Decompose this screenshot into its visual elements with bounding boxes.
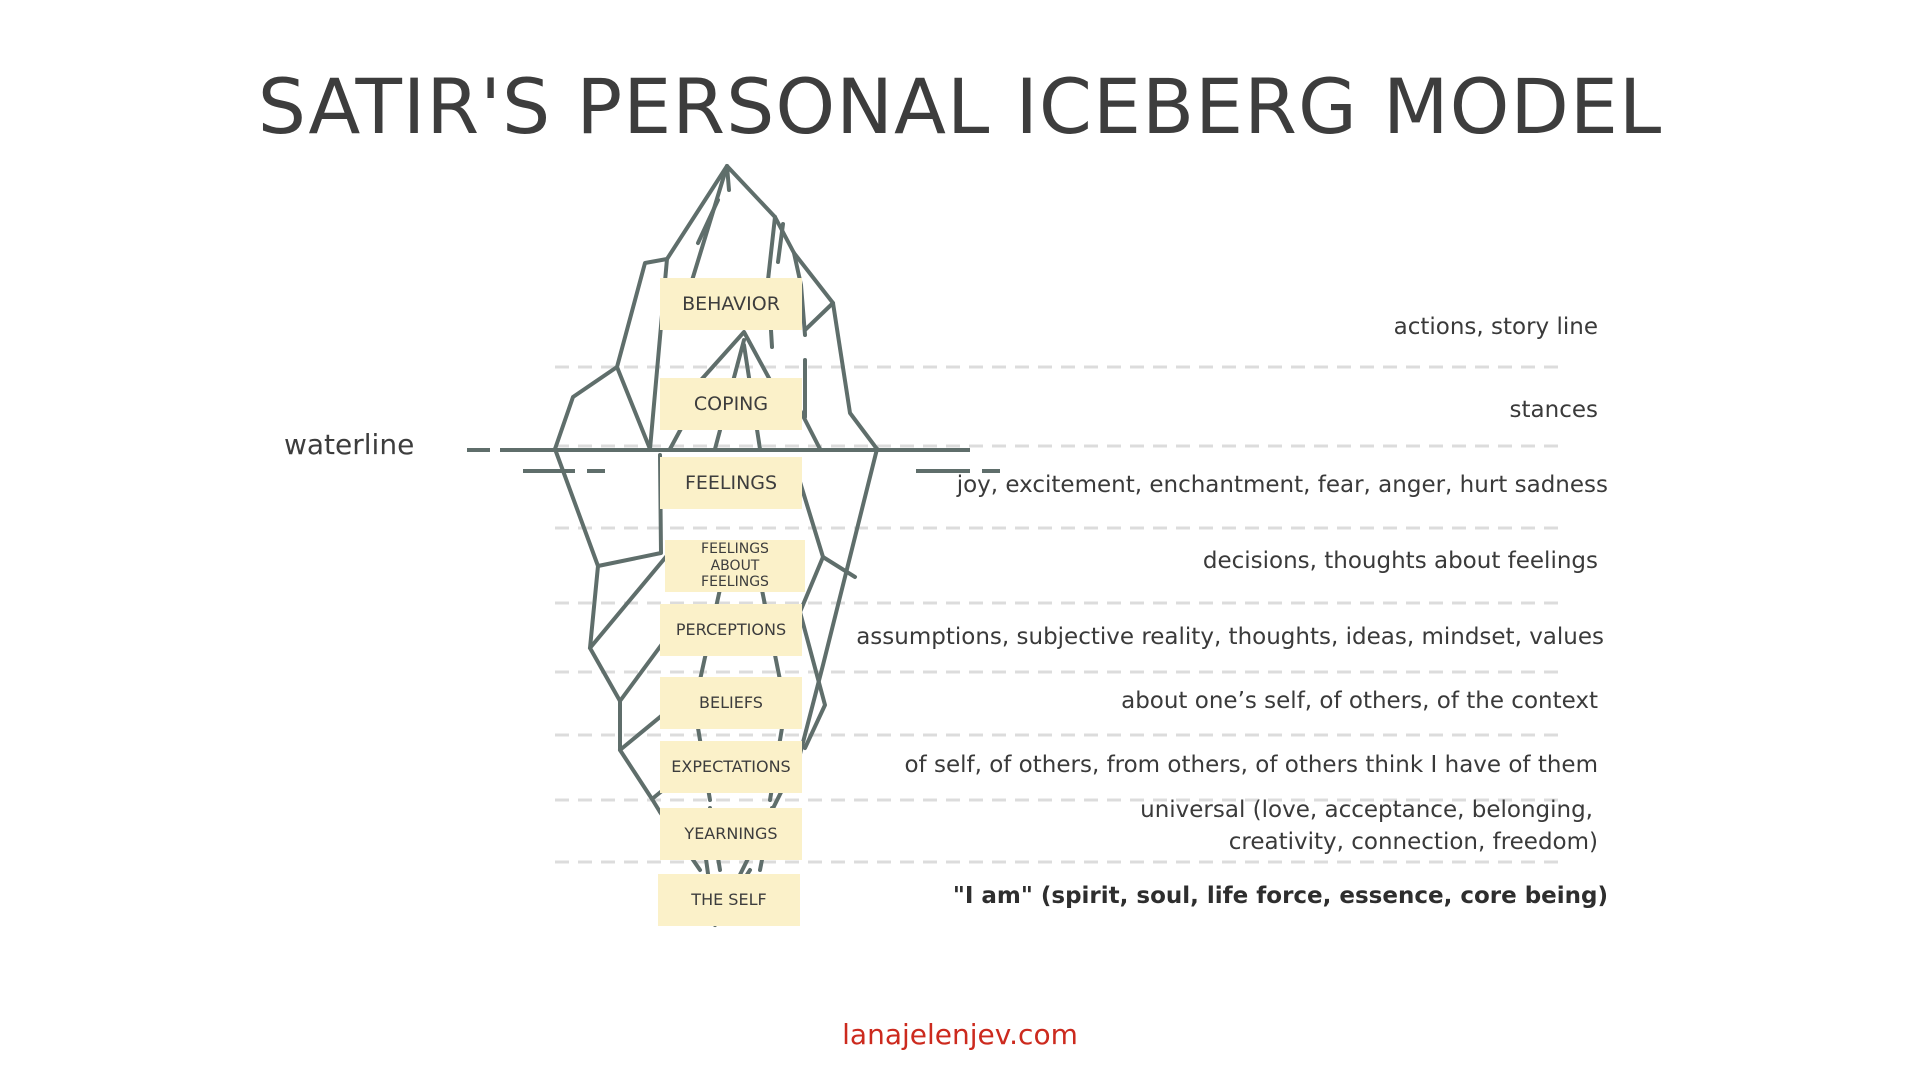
layer-label-yearnings: YEARNINGS [660,808,802,860]
layer-description-perceptions: assumptions, subjective reality, thought… [856,624,1604,650]
layer-label-the-self: THE SELF [658,874,800,926]
layer-label-beliefs: BELIEFS [660,677,802,729]
layer-description-expectations: of self, of others, from others, of othe… [904,752,1598,778]
layer-description-yearnings-line2: creativity, connection, freedom) [1228,829,1598,855]
layer-label-perceptions: PERCEPTIONS [660,604,802,656]
layer-description-the-self: "I am" (spirit, soul, life force, essenc… [952,883,1608,909]
layer-description-yearnings-line1: universal (love, acceptance, belonging, [1140,797,1593,823]
layer-dividers [555,365,1565,864]
layer-label-behavior: BEHAVIOR [660,278,802,330]
layer-description-feelings-about-feelings: decisions, thoughts about feelings [1202,548,1598,574]
layer-label-feelings-about-feelings: FEELINGS ABOUT FEELINGS [665,540,805,592]
layer-description-feelings: joy, excitement, enchantment, fear, ange… [956,472,1608,498]
waterline-label: waterline [284,428,415,461]
waterline [467,448,1000,473]
layer-label-coping: COPING [660,378,802,430]
layer-description-coping: stances [1509,397,1598,423]
layer-description-beliefs: about one’s self, of others, of the cont… [1121,688,1598,714]
footer-website-link[interactable]: lanajelenjev.com [842,1018,1078,1051]
layer-label-feelings: FEELINGS [660,457,802,509]
page-title: SATIR'S PERSONAL ICEBERG MODEL [257,62,1663,151]
layer-description-behavior: actions, story line [1393,314,1598,340]
layer-label-expectations: EXPECTATIONS [660,741,802,793]
